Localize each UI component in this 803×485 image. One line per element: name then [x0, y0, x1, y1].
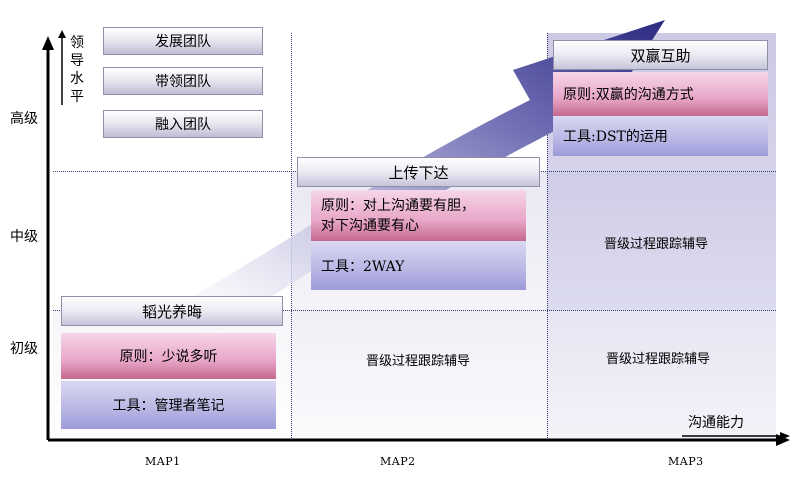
- stage-title-win-win: 双赢互助: [553, 40, 768, 70]
- stage-tool-relay: 工具：2WAY: [311, 241, 526, 290]
- guidance-mid-map3: 晋级过程跟踪辅导: [604, 237, 709, 252]
- leadership-item-develop-team: 发展团队: [103, 27, 263, 55]
- y-axis-arrow: [42, 36, 54, 440]
- stage-title-low-profile: 韬光养晦: [61, 296, 283, 326]
- level-label-mid: 中级: [10, 229, 38, 245]
- stage-title-relay: 上传下达: [297, 157, 540, 187]
- grid-divider-map1-map2: [291, 33, 292, 440]
- leadership-arrow: [58, 30, 66, 105]
- x-tick-map2: MAP2: [380, 455, 416, 468]
- leadership-item-lead-team: 带领团队: [103, 67, 263, 95]
- y-axis-title: 领导水平: [70, 35, 84, 105]
- x-tick-map3: MAP3: [668, 455, 704, 468]
- cell-low-map3: [547, 310, 776, 440]
- guidance-low-map3: 晋级过程跟踪辅导: [606, 352, 711, 367]
- stage-principle-relay-line1: 原则：对上沟通要有胆，: [321, 197, 475, 214]
- level-label-high: 高级: [10, 111, 38, 127]
- cell-mid-map3: [547, 171, 776, 310]
- stage-principle-low-profile: 原则：少说多听: [61, 333, 276, 379]
- stage-tool-low-profile: 工具：管理者笔记: [61, 381, 276, 429]
- grid-divider-mid-low: [53, 310, 776, 311]
- leadership-item-join-team: 融入团队: [103, 110, 263, 138]
- x-tick-map1: MAP1: [145, 455, 181, 468]
- guidance-low-map2: 晋级过程跟踪辅导: [366, 354, 471, 369]
- cell-low-map2: [291, 310, 547, 440]
- level-label-low: 初级: [10, 341, 38, 357]
- grid-divider-map2-map3: [547, 33, 548, 440]
- communication-arrow: [682, 432, 790, 440]
- stage-principle-relay-line2: 对下沟通要有心: [321, 217, 419, 234]
- stage-principle-relay: 原则：对上沟通要有胆， 对下沟通要有心: [311, 190, 526, 241]
- stage-principle-win-win: 原则:双赢的沟通方式: [553, 72, 768, 116]
- x-axis-title: 沟通能力: [688, 415, 744, 431]
- stage-tool-win-win: 工具:DST的运用: [553, 116, 768, 156]
- x-axis-arrow: [48, 434, 790, 446]
